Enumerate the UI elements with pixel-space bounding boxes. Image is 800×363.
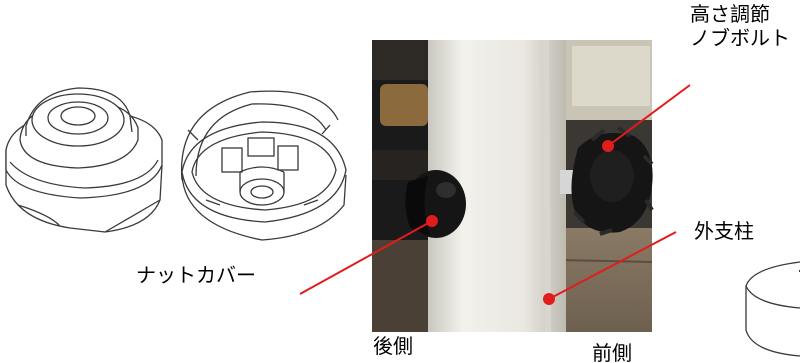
leader-lines (299, 84, 691, 305)
rear-side-label: 後側 (373, 334, 413, 358)
nut-cover-drawing-front (5, 87, 163, 233)
height-knob-label-line2: ノブボルト (690, 26, 790, 50)
nut-cover-drawing-inside (180, 90, 347, 241)
partial-part-drawing (745, 261, 800, 357)
nut-cover-label: ナットカバー (136, 263, 256, 287)
height-adjust-knob (560, 126, 654, 236)
pillar-photo (372, 39, 654, 333)
leader-line-height-knob (607, 84, 691, 147)
outer-pillar-label: 外支柱 (694, 219, 754, 243)
leader-line-pillar (548, 231, 677, 300)
nut-cover-knob (405, 170, 466, 238)
leader-dot-nut-cover (426, 215, 438, 227)
leader-dot-pillar (543, 293, 555, 305)
leader-line-nut-cover (299, 220, 433, 295)
height-knob-label-line1: 高さ調節 (690, 2, 770, 26)
leader-dot-height-knob (602, 140, 614, 152)
front-side-label: 前側 (592, 341, 632, 363)
height-knob-label: 高さ調節 ノブボルト (690, 2, 790, 50)
